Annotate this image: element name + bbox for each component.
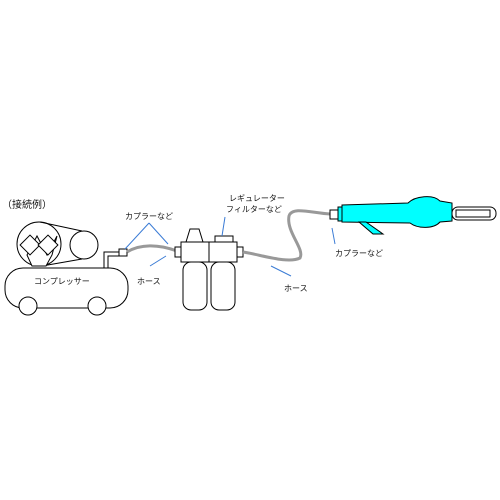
tool-trigger	[357, 221, 385, 235]
regulator-label-line1: レギュレーター	[229, 194, 285, 203]
hose-left-label: ホース	[137, 277, 161, 286]
coupler-left	[118, 248, 128, 257]
leader-hose-left	[149, 255, 167, 267]
hose-right	[242, 209, 331, 262]
compressor-fin-right	[37, 234, 59, 256]
tool-inlet	[337, 206, 343, 222]
leader-hose-right	[270, 265, 292, 277]
leader-coupler-right	[331, 227, 336, 245]
compressor-wheel-right	[87, 296, 107, 316]
leader-lines	[124, 216, 336, 277]
example-heading: （接続例）	[2, 200, 52, 211]
filter-bowl-left	[182, 261, 208, 311]
leader-regulator	[221, 216, 226, 237]
compressor-belt-top	[39, 221, 83, 232]
compressor-belt-bottom	[41, 258, 83, 267]
regulator-label-line2: フィルターなど	[226, 205, 282, 214]
air-tool-illustration	[337, 196, 497, 235]
compressor-wheel-left	[18, 296, 38, 316]
compressor-illustration	[4, 221, 129, 316]
coupler-right	[329, 209, 339, 220]
compressor-motor	[69, 230, 99, 260]
compressor-label: コンプレッサー	[34, 277, 90, 286]
compressor-outlet-pipe	[103, 251, 119, 268]
regulator-port-in	[174, 246, 182, 258]
hose-left	[126, 244, 178, 254]
hose-right-label: ホース	[284, 284, 308, 293]
filter-regulator-unit	[174, 228, 244, 311]
filter-bowl-right	[210, 261, 236, 311]
regulator-cap-right	[214, 235, 234, 243]
tool-body	[341, 196, 453, 228]
compressor-fin-left	[19, 234, 41, 256]
coupler-right-label: カプラーなど	[335, 249, 383, 258]
coupler-left-label: カプラーなど	[125, 212, 173, 221]
leader-coupler-left	[124, 222, 150, 250]
regulator-port-out	[236, 246, 244, 258]
regulator-cap-left	[185, 228, 204, 243]
